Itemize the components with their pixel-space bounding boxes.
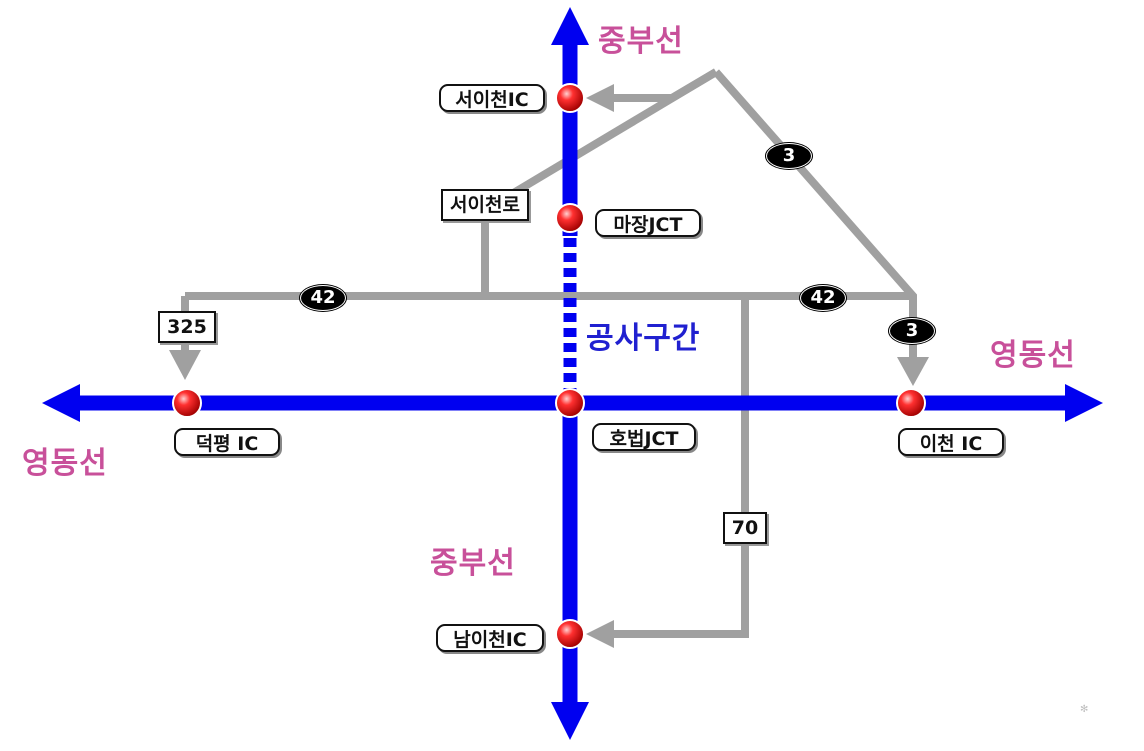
jungbu-line-label-north: 중부선 [598,24,684,59]
jungbu-south-arrow [551,702,589,740]
majang-jct-label: 마장JCT [595,209,701,237]
yeongdong-line-label-west: 영동선 [22,446,108,481]
jungbu-line-label-south: 중부선 [430,546,516,581]
seoicheon-ic-label: 서이천IC [439,84,545,112]
seoicheon-ic-ramp [610,68,719,102]
nodes [172,83,926,649]
arrow-namicheon-ic [586,620,614,648]
node-icheon-ic [896,388,926,418]
route-42-west-badge: 42 [300,285,346,311]
node-deokpyeong-ic [172,388,202,418]
road-arrowheads [169,84,929,648]
yeongdong-west-arrow [42,384,80,422]
namicheon-ic-label: 남이천IC [436,624,544,652]
construction-zone-label: 공사구간 [586,321,701,356]
node-hobeop-jct [555,388,585,418]
node-namicheon-ic [555,619,585,649]
corner-mark: ✻ [1080,704,1089,715]
route-3-lower-badge: 3 [889,318,935,344]
arrow-3 [897,357,929,386]
seoicheon-ro-label: 서이천로 [441,189,529,221]
yeongdong-east-arrow [1065,384,1103,422]
arrow-325 [169,350,201,380]
icheon-ic-label: 이천 IC [898,428,1004,456]
jungbu-north-arrow [551,7,589,45]
route-3-upper-badge: 3 [766,143,812,169]
route-325-label: 325 [158,311,216,343]
arrow-seoicheon-ic [586,84,614,112]
yeongdong-line-label-east: 영동선 [990,338,1076,373]
route-42-east-badge: 42 [800,285,846,311]
hobeop-jct-label: 호법JCT [592,423,696,451]
route-70-label: 70 [723,512,767,544]
node-majang-jct [555,203,585,233]
node-seoicheon-ic [555,83,585,113]
deokpyeong-ic-label: 덕평 IC [174,428,280,456]
